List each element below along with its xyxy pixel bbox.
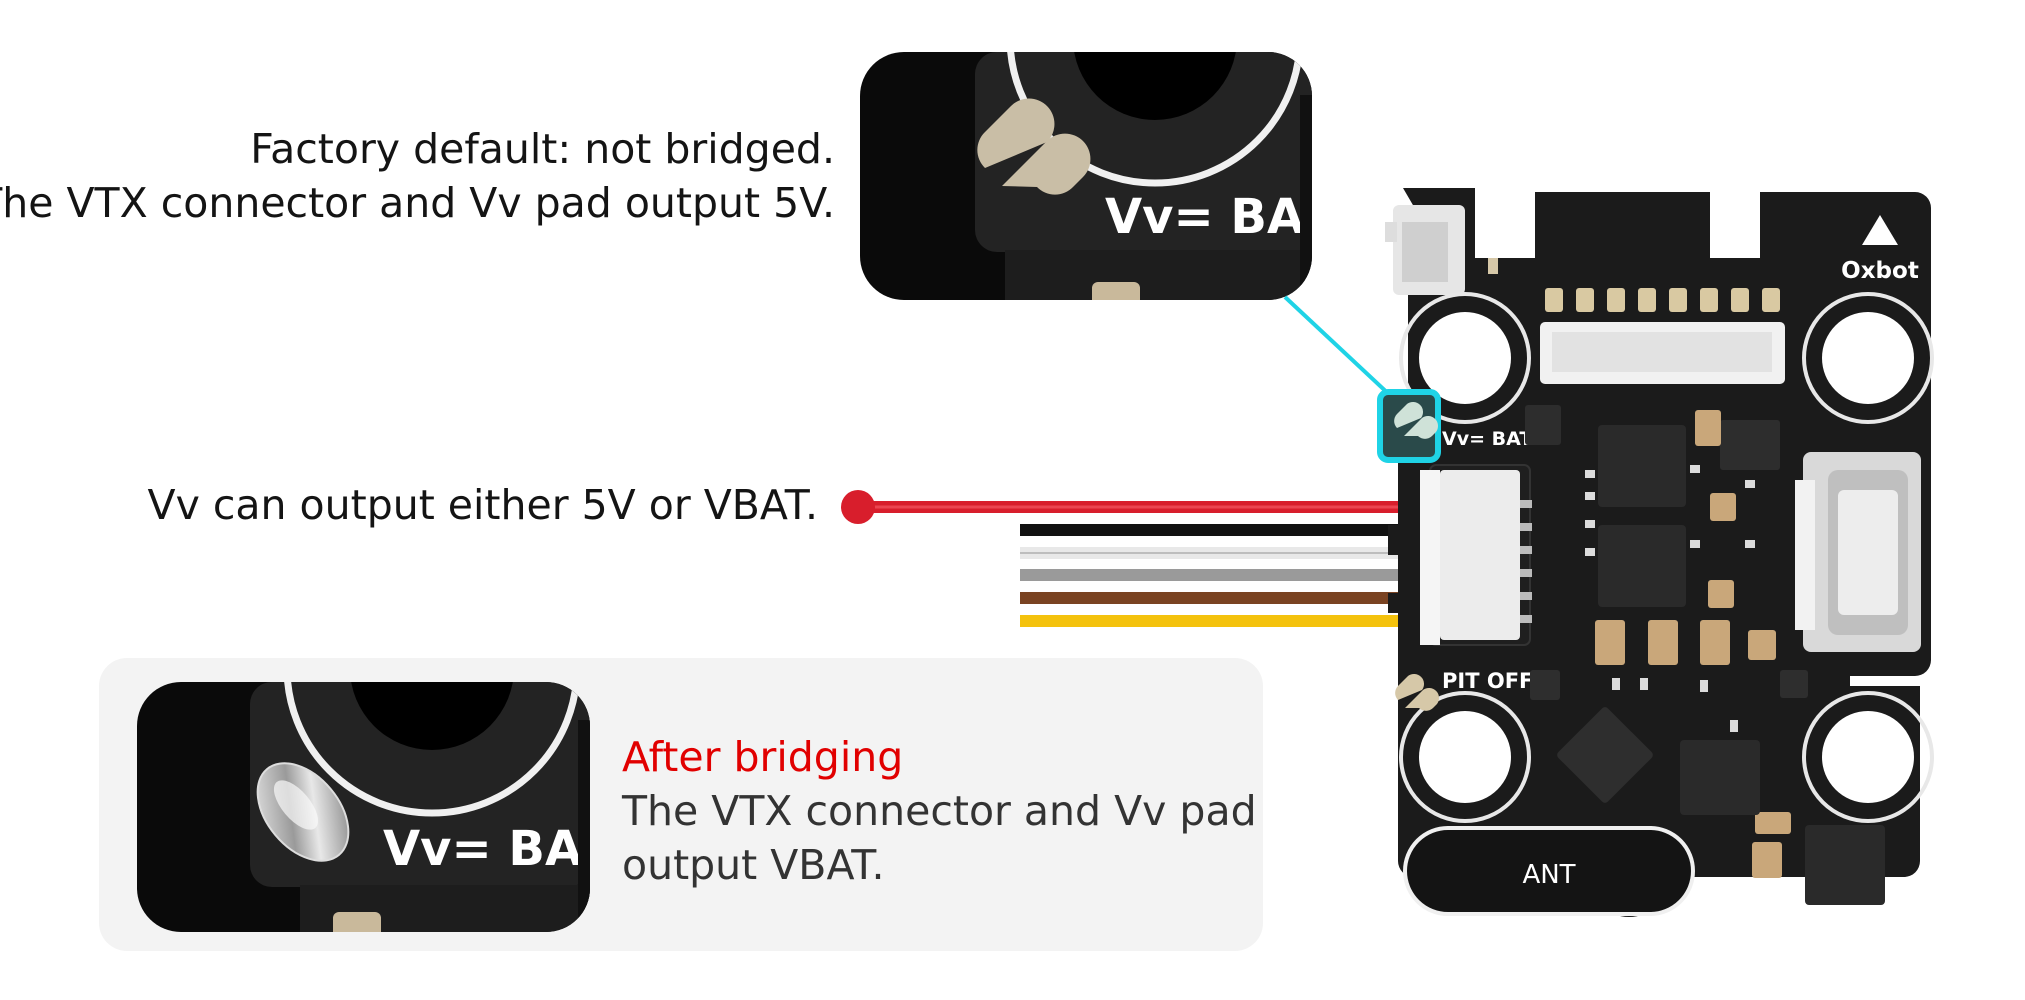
red-wire-end-dot — [841, 490, 875, 524]
flight-controller-board: BOOT Oxbot — [1377, 185, 1934, 917]
after-bridging-line1: The VTX connector and Vv pad — [622, 787, 1257, 835]
brand-arrow-icon — [1862, 215, 1898, 245]
brand-label: Oxbot — [1841, 258, 1919, 284]
default-note-line1: Factory default: not bridged. — [250, 125, 835, 173]
vtx-connector — [1440, 470, 1520, 640]
default-note: Factory default: not bridged. The VTX co… — [0, 122, 835, 230]
zoom-inset-bridged: Vv= BAT — [137, 682, 611, 932]
mounting-holes — [1399, 292, 1934, 823]
open-solder-jumper-zoom — [977, 98, 1091, 195]
chip-3 — [1680, 740, 1760, 815]
ant-label: ANT — [1522, 860, 1575, 890]
after-bridging-line2: output VBAT. — [622, 841, 885, 889]
after-bridging-title: After bridging — [622, 733, 904, 781]
callout-leader — [1283, 295, 1395, 400]
vv-board-label: Vv= BAT — [1442, 428, 1532, 450]
chip-2 — [1598, 525, 1686, 607]
default-note-line2: The VTX connector and Vv pad output 5V. — [0, 179, 835, 227]
pad-row — [1545, 288, 1780, 312]
pit-off-label: PIT OFF — [1442, 669, 1533, 693]
mcu-chip — [1557, 707, 1653, 803]
zoom-inset-not-bridged: Vv= BAT — [860, 52, 1333, 300]
vtx-wires — [841, 490, 1428, 627]
boot-label: BOOT — [1488, 185, 1510, 245]
bridged-solder-jumper-zoom — [256, 762, 350, 862]
zoom-label-top: Vv= BAT — [1105, 189, 1333, 245]
after-bridging-body: The VTX connector and Vv pad output VBAT… — [622, 784, 1257, 892]
chip-1 — [1598, 425, 1686, 507]
chip-4 — [1805, 825, 1885, 905]
antenna-pad — [1403, 826, 1695, 916]
zoom-label-bottom: Vv= BAT — [383, 821, 611, 877]
vv-output-note: Vv can output either 5V or VBAT. — [147, 481, 818, 529]
